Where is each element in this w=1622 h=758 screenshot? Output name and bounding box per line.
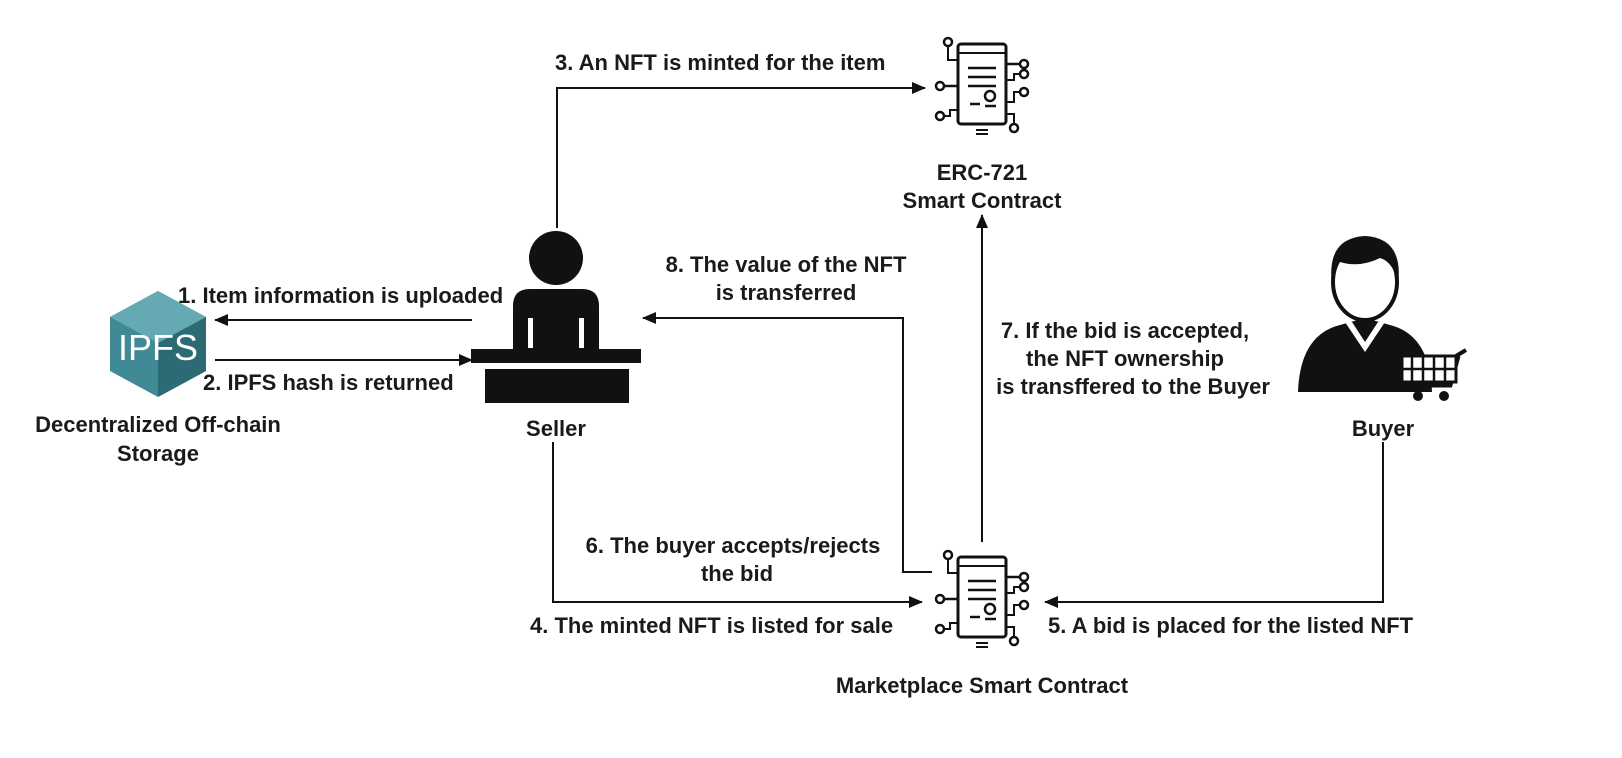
step4-label: 4. The minted NFT is listed for sale [530,613,893,638]
step6-label-line1: 6. The buyer accepts/rejects [586,533,881,558]
step7-label-line2: the NFT ownership [1026,346,1224,371]
step6-label-line2: the bid [701,561,773,586]
seller-desk-icon [471,231,641,403]
step1-label: 1. Item information is uploaded [178,283,503,308]
marketplace-contract-icon [934,549,1030,649]
erc721-label-line1: ERC-721 [937,160,1027,185]
edge-step5 [1044,442,1384,608]
erc721-label-line2: Smart Contract [903,188,1063,213]
step2-label: 2. IPFS hash is returned [203,370,454,395]
step7-label-line3: is transffered to the Buyer [996,374,1270,399]
step5-label: 5. A bid is placed for the listed NFT [1048,613,1414,638]
buyer-label: Buyer [1352,416,1415,441]
step8-label-line2: is transferred [716,280,857,305]
step7-label-line1: 7. If the bid is accepted, [1001,318,1249,343]
seller-label: Seller [526,416,586,441]
ipfs-logo-icon: IPFS [110,291,206,397]
step3-label: 3. An NFT is minted for the item [555,50,885,75]
ipfs-logo-text: IPFS [118,327,198,368]
shopping-cart-icon [1386,348,1468,401]
step8-label-line1: 8. The value of the NFT [666,252,907,277]
marketplace-label: Marketplace Smart Contract [836,673,1129,698]
buyer-shopper-icon [1298,236,1468,401]
edge-step4 [552,442,923,608]
edge-step3 [556,82,926,228]
ipfs-label-line1: Decentralized Off-chain [35,412,281,437]
ipfs-label-line2: Storage [117,441,199,466]
erc721-contract-icon [934,36,1030,136]
edge-step6-8 [642,312,932,573]
